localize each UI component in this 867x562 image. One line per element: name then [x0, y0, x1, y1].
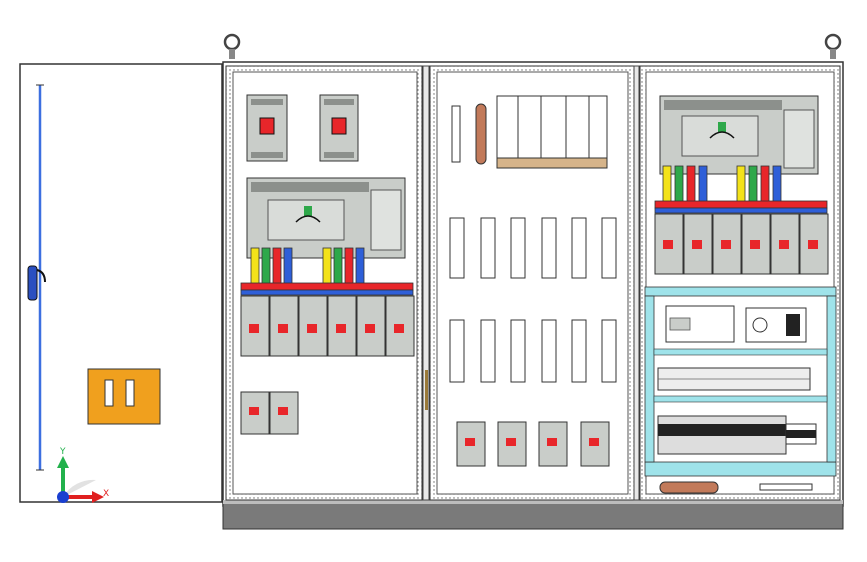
isolator-switch: [246, 94, 288, 162]
terminal-strip: [451, 105, 461, 163]
terminal-strip: [759, 483, 813, 491]
door-pocket: [87, 368, 161, 425]
din-rail-frame: [644, 286, 837, 477]
busbar: [654, 200, 828, 214]
breaker-row: [240, 295, 415, 357]
hmi-panel: [745, 307, 807, 343]
busbar: [240, 282, 414, 296]
conductor-bundle: [662, 165, 782, 203]
contactor-block: [496, 95, 608, 169]
neutral-bar: [475, 103, 487, 165]
cabinet-door: [19, 63, 223, 503]
main-breaker: [659, 95, 819, 175]
terminal-row: [657, 367, 811, 391]
lifting-eye-icon: [223, 33, 241, 59]
door-handle-icon[interactable]: [27, 265, 46, 301]
main-breaker: [246, 177, 406, 259]
plc-controller: [665, 305, 735, 343]
axis-y-label: Y: [59, 447, 66, 457]
axis-x-label: X: [103, 489, 109, 499]
bay-divider: [422, 65, 640, 501]
lifting-eye-icon: [824, 33, 842, 59]
neutral-bar: [659, 481, 719, 494]
breaker-row: [456, 421, 610, 467]
small-breaker-pair: [240, 391, 299, 435]
breaker-row: [654, 213, 829, 275]
fuse-holder-row: [449, 319, 617, 383]
fuse-holder-row: [449, 217, 617, 279]
isolator-switch: [319, 94, 359, 162]
relay-row: [657, 415, 817, 455]
axis-triad-icon: Y X: [57, 447, 109, 503]
